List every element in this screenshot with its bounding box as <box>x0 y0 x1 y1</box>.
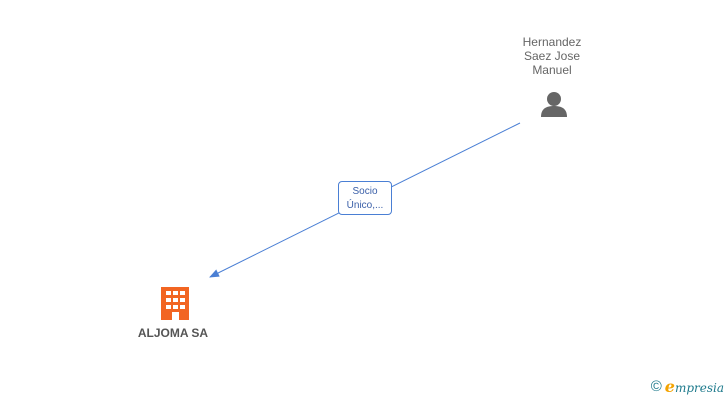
person-name-line: Hernandez <box>522 35 582 49</box>
building-icon[interactable] <box>161 287 189 320</box>
person-name-label[interactable]: Hernandez Saez Jose Manuel <box>496 35 608 77</box>
person-icon[interactable] <box>541 92 567 117</box>
copyright-icon: © <box>650 377 662 395</box>
person-name-line: Saez Jose <box>523 49 581 63</box>
brand-watermark: © empresia <box>651 376 724 396</box>
relation-label-line: Único,... <box>346 200 384 211</box>
relation-label-line: Socio <box>352 186 378 197</box>
person-name-line: Manuel <box>532 63 572 77</box>
brand-initial: e <box>664 376 675 396</box>
company-name-label[interactable]: ALJOMA SA <box>137 326 209 340</box>
relation-label-box[interactable]: Socio Único,... <box>338 181 392 215</box>
brand-rest: mpresia <box>674 380 724 395</box>
brand-name: empresia <box>665 377 724 396</box>
